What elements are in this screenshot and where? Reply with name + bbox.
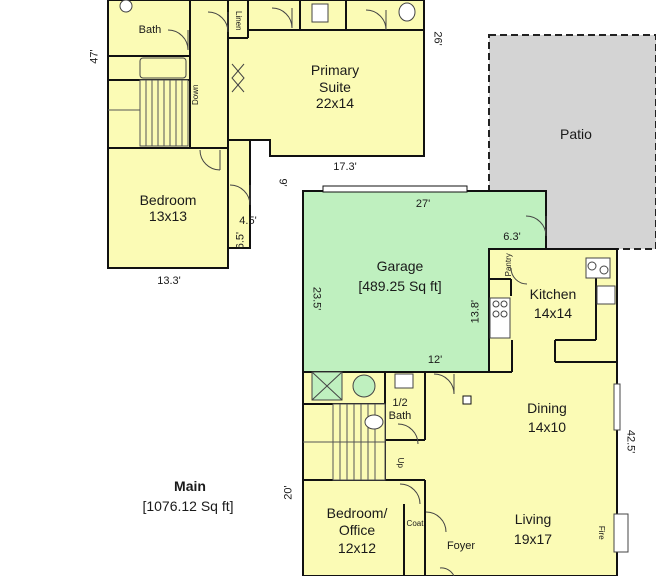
primary-suite-name: Primary Suite [310,62,360,95]
patio-label: Patio [560,126,592,142]
dim-12: 12' [427,354,443,366]
garage-name: Garage [376,258,424,274]
dim-13-8: 13.8' [469,299,482,324]
dim-47: 47' [88,49,101,64]
dim-26: 26' [431,31,444,46]
upper-wing-walls [108,0,424,268]
bedroom-size: 13x13 [148,208,188,224]
right-window [613,383,621,431]
bathtub [139,57,187,79]
fixture-bath [119,0,133,13]
down-label: Down [191,84,201,106]
living-size: 19x17 [513,531,553,547]
half-bath-label: 1/2 Bath [388,397,412,423]
level-name: Main [174,478,206,494]
garage-area: [489.25 Sq ft] [358,278,442,294]
dim-42-5: 42.5' [624,429,637,454]
garage-floor [302,190,547,373]
living-name: Living [514,511,552,527]
dim-20: 20' [282,485,295,500]
pantry-label: Pantry [504,253,514,277]
coat-label: Coat [406,519,424,528]
fire-label: Fire [596,525,606,540]
bedroom-office-name: Bedroom/ Office [326,505,388,538]
linen-label: Linen [233,11,243,31]
dim-17-3: 17.3' [333,161,357,173]
upper-stairs [108,79,189,147]
kitchen-fixtures [364,257,616,430]
toilet-upper [398,2,416,22]
bedroom-office-size: 12x12 [337,540,377,556]
lower-doors [397,215,547,577]
bath-label: Bath [138,24,162,36]
water-heater [352,374,376,398]
kitchen-name: Kitchen [529,286,577,302]
dim-23-5: 23.5' [310,286,323,311]
primary-suite-size: 22x14 [315,95,355,111]
dim-9: 9' [276,178,289,187]
dim-27: 27' [415,198,431,210]
dim-6-5: 6.5' [234,231,247,250]
dining-name: Dining [527,400,567,416]
fireplace [613,513,629,553]
upper-doors [167,7,387,206]
dim-6-3: 6.3' [503,231,521,243]
garage-door [322,185,468,193]
bedroom-name: Bedroom [139,192,197,208]
level-area: [1076.12 Sq ft] [142,498,234,514]
small-post [462,395,472,405]
dim-4-5: 4.5' [239,215,257,227]
up-label: Up [395,457,405,468]
sink-upper [311,3,329,23]
foyer-label: Foyer [446,540,476,552]
kitchen-size: 14x14 [533,305,573,321]
dim-13-3: 13.3' [157,275,181,287]
dining-size: 14x10 [527,419,567,435]
